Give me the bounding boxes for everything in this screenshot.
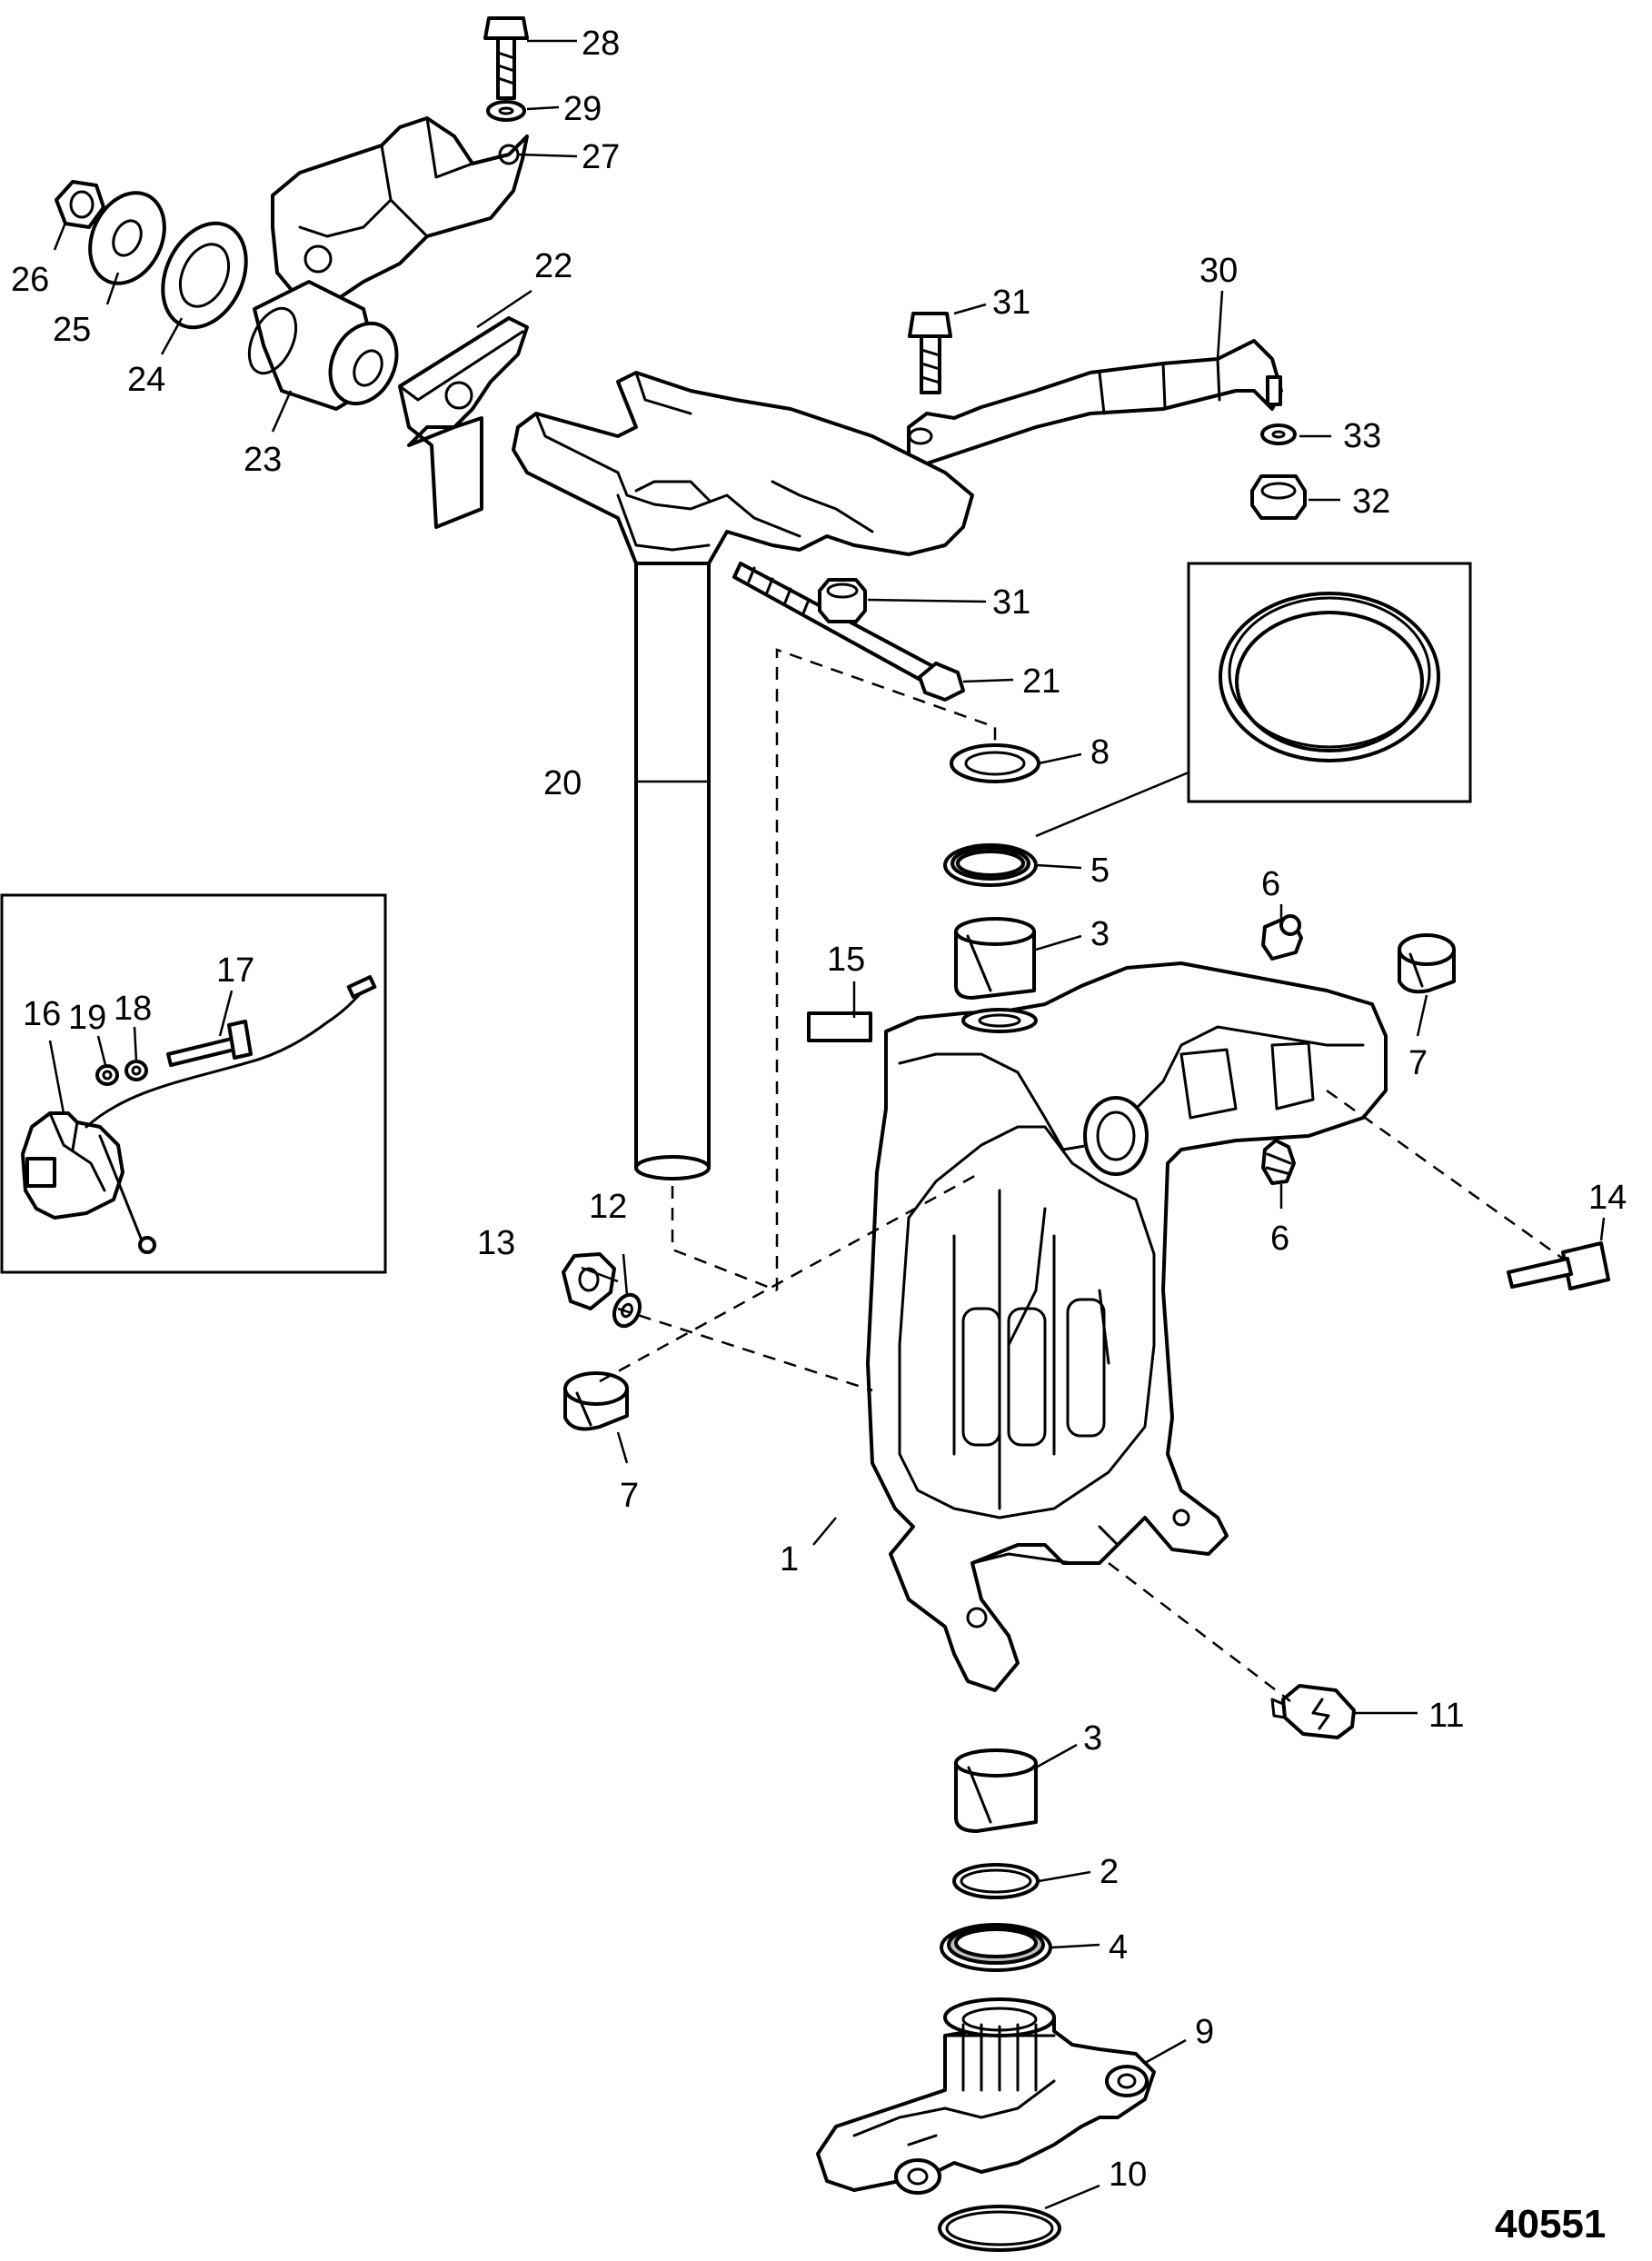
part-11-screw xyxy=(1270,1684,1356,1739)
callout-2: 2 xyxy=(1100,1853,1119,1891)
callout-24: 24 xyxy=(127,361,165,399)
callout-17: 17 xyxy=(216,951,254,990)
callout-21: 21 xyxy=(1022,662,1060,701)
part-13-nut xyxy=(562,1252,616,1310)
callout-13: 13 xyxy=(477,1224,515,1262)
callout-26: 26 xyxy=(11,261,49,299)
callout-11: 11 xyxy=(1428,1697,1464,1735)
inset-trim-sender xyxy=(0,893,387,1274)
part-24-spacer-ring xyxy=(161,221,248,330)
inset-seal-detail xyxy=(1187,562,1472,803)
callout-32: 32 xyxy=(1352,483,1390,521)
part-1-swivel-bracket xyxy=(866,961,1388,1692)
callout-labels: 28 29 27 26 25 24 23 22 31 30 33 32 31 2… xyxy=(11,25,1627,2246)
callout-28: 28 xyxy=(582,25,620,63)
part-20-steering-arm xyxy=(512,371,974,1180)
part-31-bolt-top xyxy=(908,312,952,394)
part-4-seal xyxy=(940,1923,1052,1972)
callout-3-bottom: 3 xyxy=(1083,1719,1102,1758)
part-28-bolt xyxy=(483,16,529,100)
part-31-nut-bottom xyxy=(818,578,867,623)
leader-lines xyxy=(48,39,1606,2210)
part-22-bracket xyxy=(398,316,529,529)
part-27-clamp xyxy=(271,116,529,302)
part-29-washer xyxy=(486,100,526,122)
part-32-nut xyxy=(1250,474,1307,520)
callout-8: 8 xyxy=(1090,733,1110,772)
callout-7-right: 7 xyxy=(1408,1044,1428,1082)
callout-6-middle: 6 xyxy=(1270,1220,1289,1258)
callout-23: 23 xyxy=(244,441,282,479)
part-3-bushing-bottom xyxy=(954,1748,1038,1833)
part-30-steering-link xyxy=(907,339,1283,465)
callout-7-left: 7 xyxy=(620,1477,639,1515)
part-25-washer xyxy=(88,191,166,285)
callout-15: 15 xyxy=(827,941,865,979)
part-26-nut xyxy=(55,180,105,229)
callout-20: 20 xyxy=(543,764,582,802)
callout-30: 30 xyxy=(1199,252,1238,290)
callout-3-top: 3 xyxy=(1090,915,1110,953)
callout-9: 9 xyxy=(1195,2013,1214,2051)
part-3-bushing-top xyxy=(954,917,1036,1000)
callout-1: 1 xyxy=(780,1540,799,1579)
callout-31-bottom: 31 xyxy=(992,583,1030,622)
callout-5: 5 xyxy=(1090,852,1110,890)
part-7-bushing-right xyxy=(1398,933,1456,994)
callout-6-top: 6 xyxy=(1261,865,1280,903)
part-8-washer xyxy=(950,743,1040,783)
alignment-lines xyxy=(599,648,1564,1702)
part-2-ring xyxy=(952,1863,1040,1899)
callout-12: 12 xyxy=(589,1188,627,1226)
document-number: 40551 xyxy=(1495,2202,1606,2246)
callout-19: 19 xyxy=(68,999,106,1037)
part-9-steering-yoke xyxy=(816,1997,1156,2195)
callout-14: 14 xyxy=(1588,1179,1627,1217)
part-7-bushing-left xyxy=(563,1371,629,1431)
part-15-decal xyxy=(807,1011,872,1042)
callout-29: 29 xyxy=(563,90,602,128)
part-33-washer xyxy=(1260,423,1297,445)
part-23-bushing xyxy=(247,280,399,411)
part-5-seal xyxy=(943,843,1038,887)
callout-4: 4 xyxy=(1109,1928,1128,1967)
callout-22: 22 xyxy=(534,247,572,285)
callout-31-top: 31 xyxy=(992,284,1030,322)
part-6-grease-fitting-middle xyxy=(1261,1139,1296,1185)
part-14-bolt xyxy=(1507,1241,1610,1290)
callout-10: 10 xyxy=(1109,2156,1147,2194)
callout-16: 16 xyxy=(23,995,61,1033)
part-10-retaining-ring xyxy=(938,2205,1061,2252)
callout-25: 25 xyxy=(53,311,91,349)
callout-33: 33 xyxy=(1343,417,1381,455)
callout-18: 18 xyxy=(114,990,152,1028)
callout-27: 27 xyxy=(582,138,620,176)
